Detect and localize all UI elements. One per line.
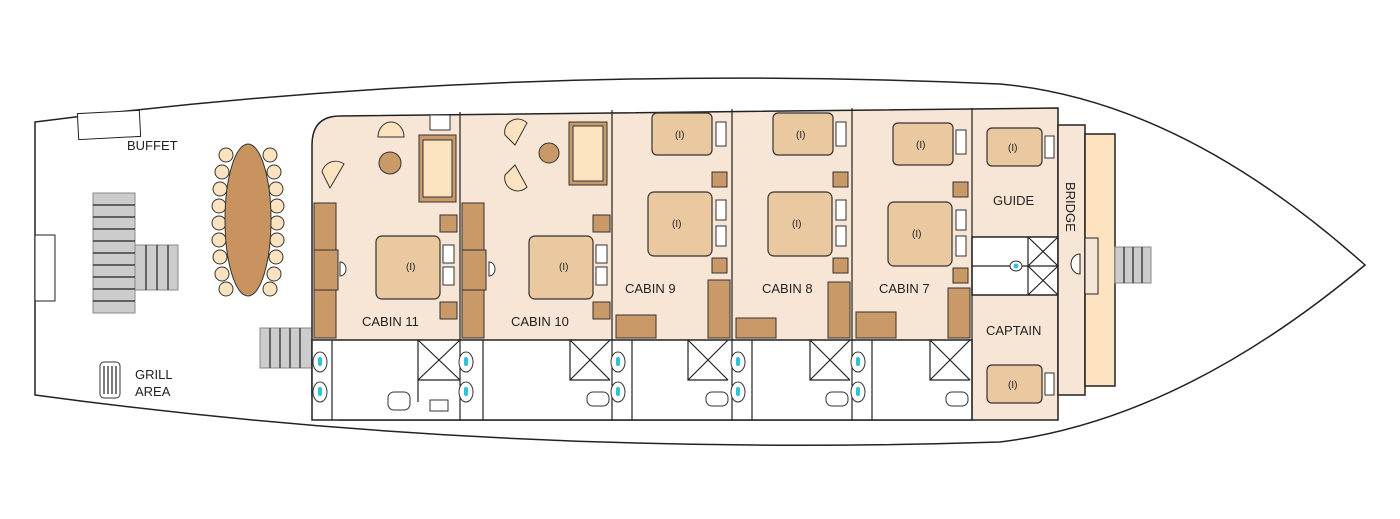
captain-cabin[interactable]: (I) CAPTAIN bbox=[986, 323, 1055, 404]
cabin-10[interactable]: (I) CABIN 10 bbox=[461, 118, 611, 339]
buffet-counter bbox=[76, 109, 142, 141]
bathroom-fixtures bbox=[312, 339, 971, 420]
stern-hatch bbox=[34, 234, 56, 302]
cabin-label: CABIN 10 bbox=[511, 314, 569, 329]
cabin-label: CABIN 7 bbox=[879, 281, 930, 296]
bed-label: (I) bbox=[1008, 143, 1017, 154]
aft-stairs[interactable] bbox=[92, 192, 179, 314]
bed-label: (I) bbox=[406, 262, 415, 273]
grill-label-2: AREA bbox=[135, 384, 171, 399]
guide-cabin[interactable]: (I) GUIDE bbox=[986, 127, 1055, 208]
grill-label: GRILL bbox=[135, 367, 173, 382]
cabin-label: GUIDE bbox=[993, 193, 1035, 208]
side-stairs[interactable] bbox=[259, 327, 313, 369]
cabin-label: CAPTAIN bbox=[986, 323, 1041, 338]
bed-label: (I) bbox=[675, 130, 684, 141]
fwd-stairs[interactable] bbox=[1114, 246, 1152, 284]
bed-label: (I) bbox=[792, 219, 801, 230]
bed-label: (I) bbox=[796, 130, 805, 141]
bed-label: (I) bbox=[559, 262, 568, 273]
bed-label: (I) bbox=[1008, 380, 1017, 391]
grill-icon bbox=[99, 361, 121, 399]
cabin-8[interactable]: (I) (I) CABIN 8 bbox=[735, 112, 851, 339]
cabin-label: CABIN 8 bbox=[762, 281, 813, 296]
buffet-label: BUFFET bbox=[127, 138, 178, 153]
bridge-label: BRIDGE bbox=[1063, 182, 1078, 232]
helm-chair-icon bbox=[1070, 253, 1081, 275]
bathroom-row bbox=[311, 339, 973, 421]
cabin-label: CABIN 11 bbox=[362, 314, 419, 329]
cabin-9[interactable]: (I) (I) CABIN 9 bbox=[615, 112, 731, 339]
cabin-11[interactable]: (I) CABIN 11 bbox=[313, 114, 458, 339]
cabin-label: CABIN 9 bbox=[625, 281, 676, 296]
dining-table bbox=[211, 143, 285, 297]
bed-label: (I) bbox=[672, 219, 681, 230]
bed-label: (I) bbox=[916, 140, 925, 151]
bed-label: (I) bbox=[912, 229, 921, 240]
cabin-7[interactable]: (I) (I) CABIN 7 bbox=[855, 122, 971, 339]
